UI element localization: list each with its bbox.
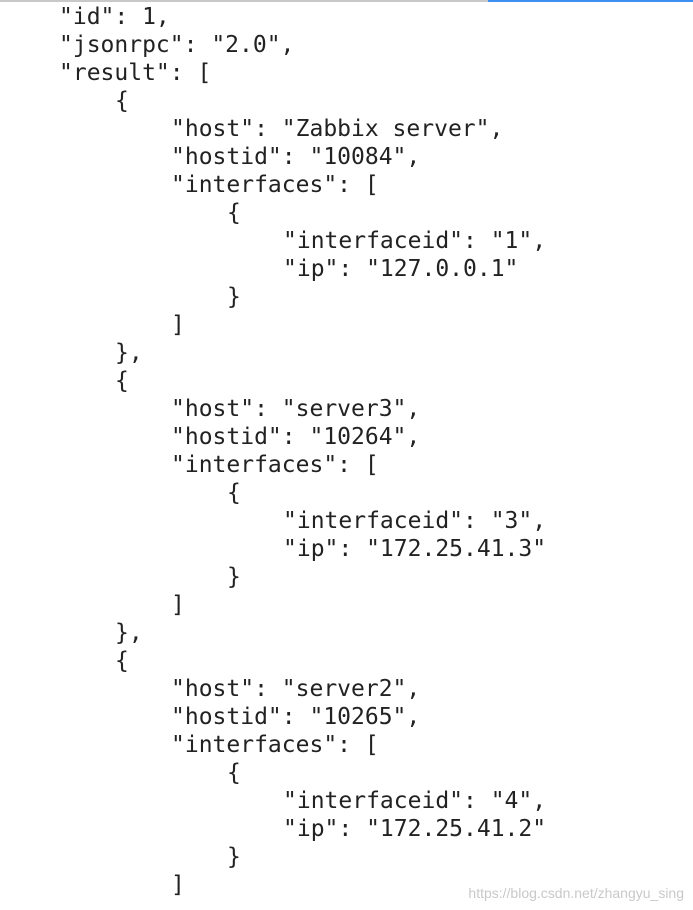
code-line: ] — [171, 312, 185, 338]
code-line: "host": "server3", — [171, 396, 421, 422]
code-line: } — [227, 284, 241, 310]
code-line: "interfaces": [ — [171, 452, 379, 478]
code-line: "hostid": "10265", — [171, 704, 421, 730]
code-line: { — [115, 88, 129, 114]
code-line: ] — [171, 872, 185, 898]
code-line: "interfaceid": "3", — [283, 508, 547, 534]
code-line: "id": 1, — [59, 4, 170, 30]
json-code-view: "id": 1,"jsonrpc": "2.0","result": [{"ho… — [0, 3, 693, 899]
code-line: } — [227, 844, 241, 870]
watermark-text: https://blog.csdn.net/zhangyu_sing — [468, 885, 684, 901]
code-line: "interfaces": [ — [171, 172, 379, 198]
code-line: "jsonrpc": "2.0", — [59, 32, 295, 58]
code-line: { — [227, 480, 241, 506]
code-line: "interfaces": [ — [171, 732, 379, 758]
code-line: ] — [171, 592, 185, 618]
code-line: }, — [115, 620, 143, 646]
code-line: "hostid": "10084", — [171, 144, 421, 170]
code-line: { — [115, 648, 129, 674]
code-line: "ip": "172.25.41.2" — [283, 816, 547, 842]
code-line: { — [115, 368, 129, 394]
code-line: "host": "server2", — [171, 676, 421, 702]
code-line: "interfaceid": "1", — [283, 228, 547, 254]
code-line: "interfaceid": "4", — [283, 788, 547, 814]
code-line: "ip": "127.0.0.1" — [283, 256, 519, 282]
code-line: "hostid": "10264", — [171, 424, 421, 450]
code-line: "result": [ — [59, 60, 212, 86]
scroll-indicator-accent — [488, 0, 693, 2]
code-line: }, — [115, 340, 143, 366]
code-line: "ip": "172.25.41.3" — [283, 536, 547, 562]
code-line: "host": "Zabbix server", — [171, 116, 504, 142]
code-line: { — [227, 200, 241, 226]
code-line: } — [227, 564, 241, 590]
code-line: { — [227, 760, 241, 786]
window-top-border — [0, 0, 693, 2]
